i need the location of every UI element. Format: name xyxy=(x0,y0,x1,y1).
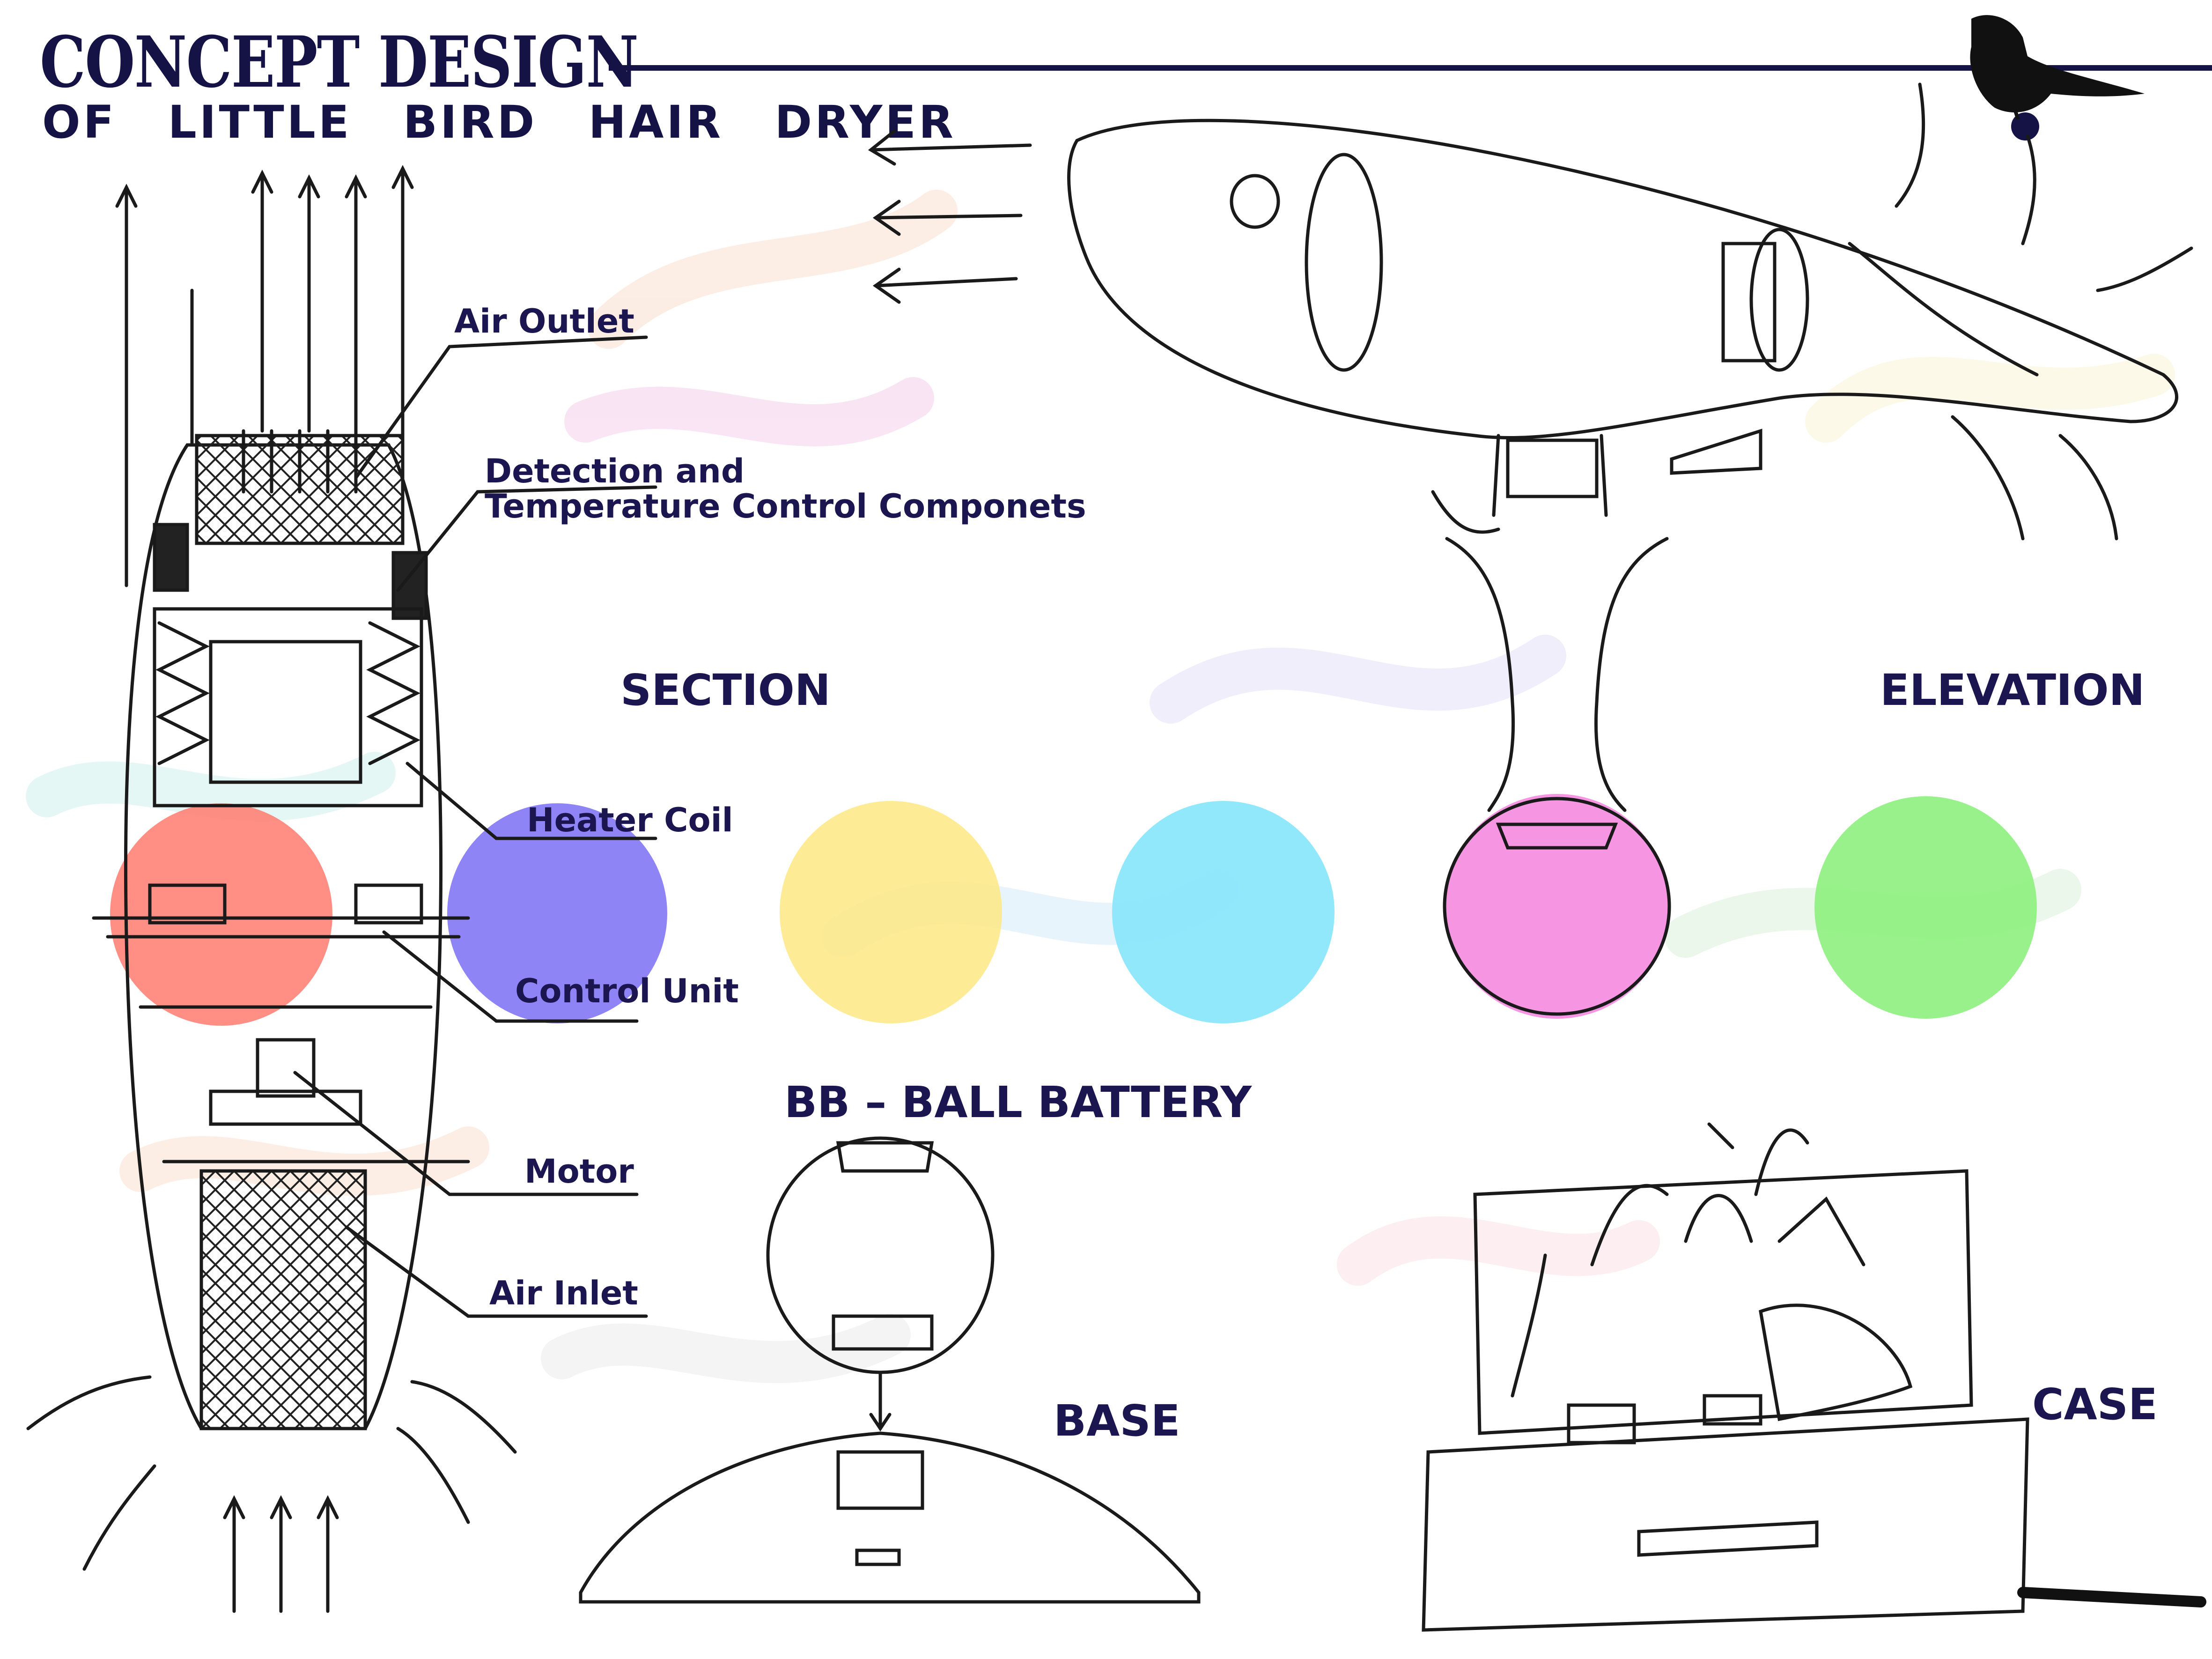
callout-heater-coil: Heater Coil xyxy=(527,801,733,839)
color-dot-pink xyxy=(1445,794,1669,1019)
callout-air-outlet: Air Outlet xyxy=(454,302,634,341)
label-elevation: ELEVATION xyxy=(1880,665,2145,715)
color-dot-red xyxy=(110,803,332,1026)
page-subtitle: OF LITTLE BIRD HAIR DRYER xyxy=(42,96,956,148)
label-case: CASE xyxy=(2032,1379,2158,1429)
callout-detection-line1: Detection and xyxy=(485,452,745,490)
label-base: BASE xyxy=(1054,1396,1180,1446)
color-dot-green xyxy=(1814,796,2037,1019)
color-dot-yellow xyxy=(780,801,1002,1023)
callout-detection-line2: Temperature Control Componets xyxy=(485,487,1086,526)
label-section: SECTION xyxy=(620,665,831,715)
callout-control-unit: Control Unit xyxy=(515,972,739,1010)
callout-air-inlet: Air Inlet xyxy=(489,1274,638,1312)
label-battery: BB – BALL BATTERY xyxy=(784,1077,1252,1127)
callout-motor: Motor xyxy=(524,1152,634,1191)
page-title: CONCEPT DESIGN xyxy=(40,21,639,104)
color-dot-cyan xyxy=(1112,801,1335,1023)
